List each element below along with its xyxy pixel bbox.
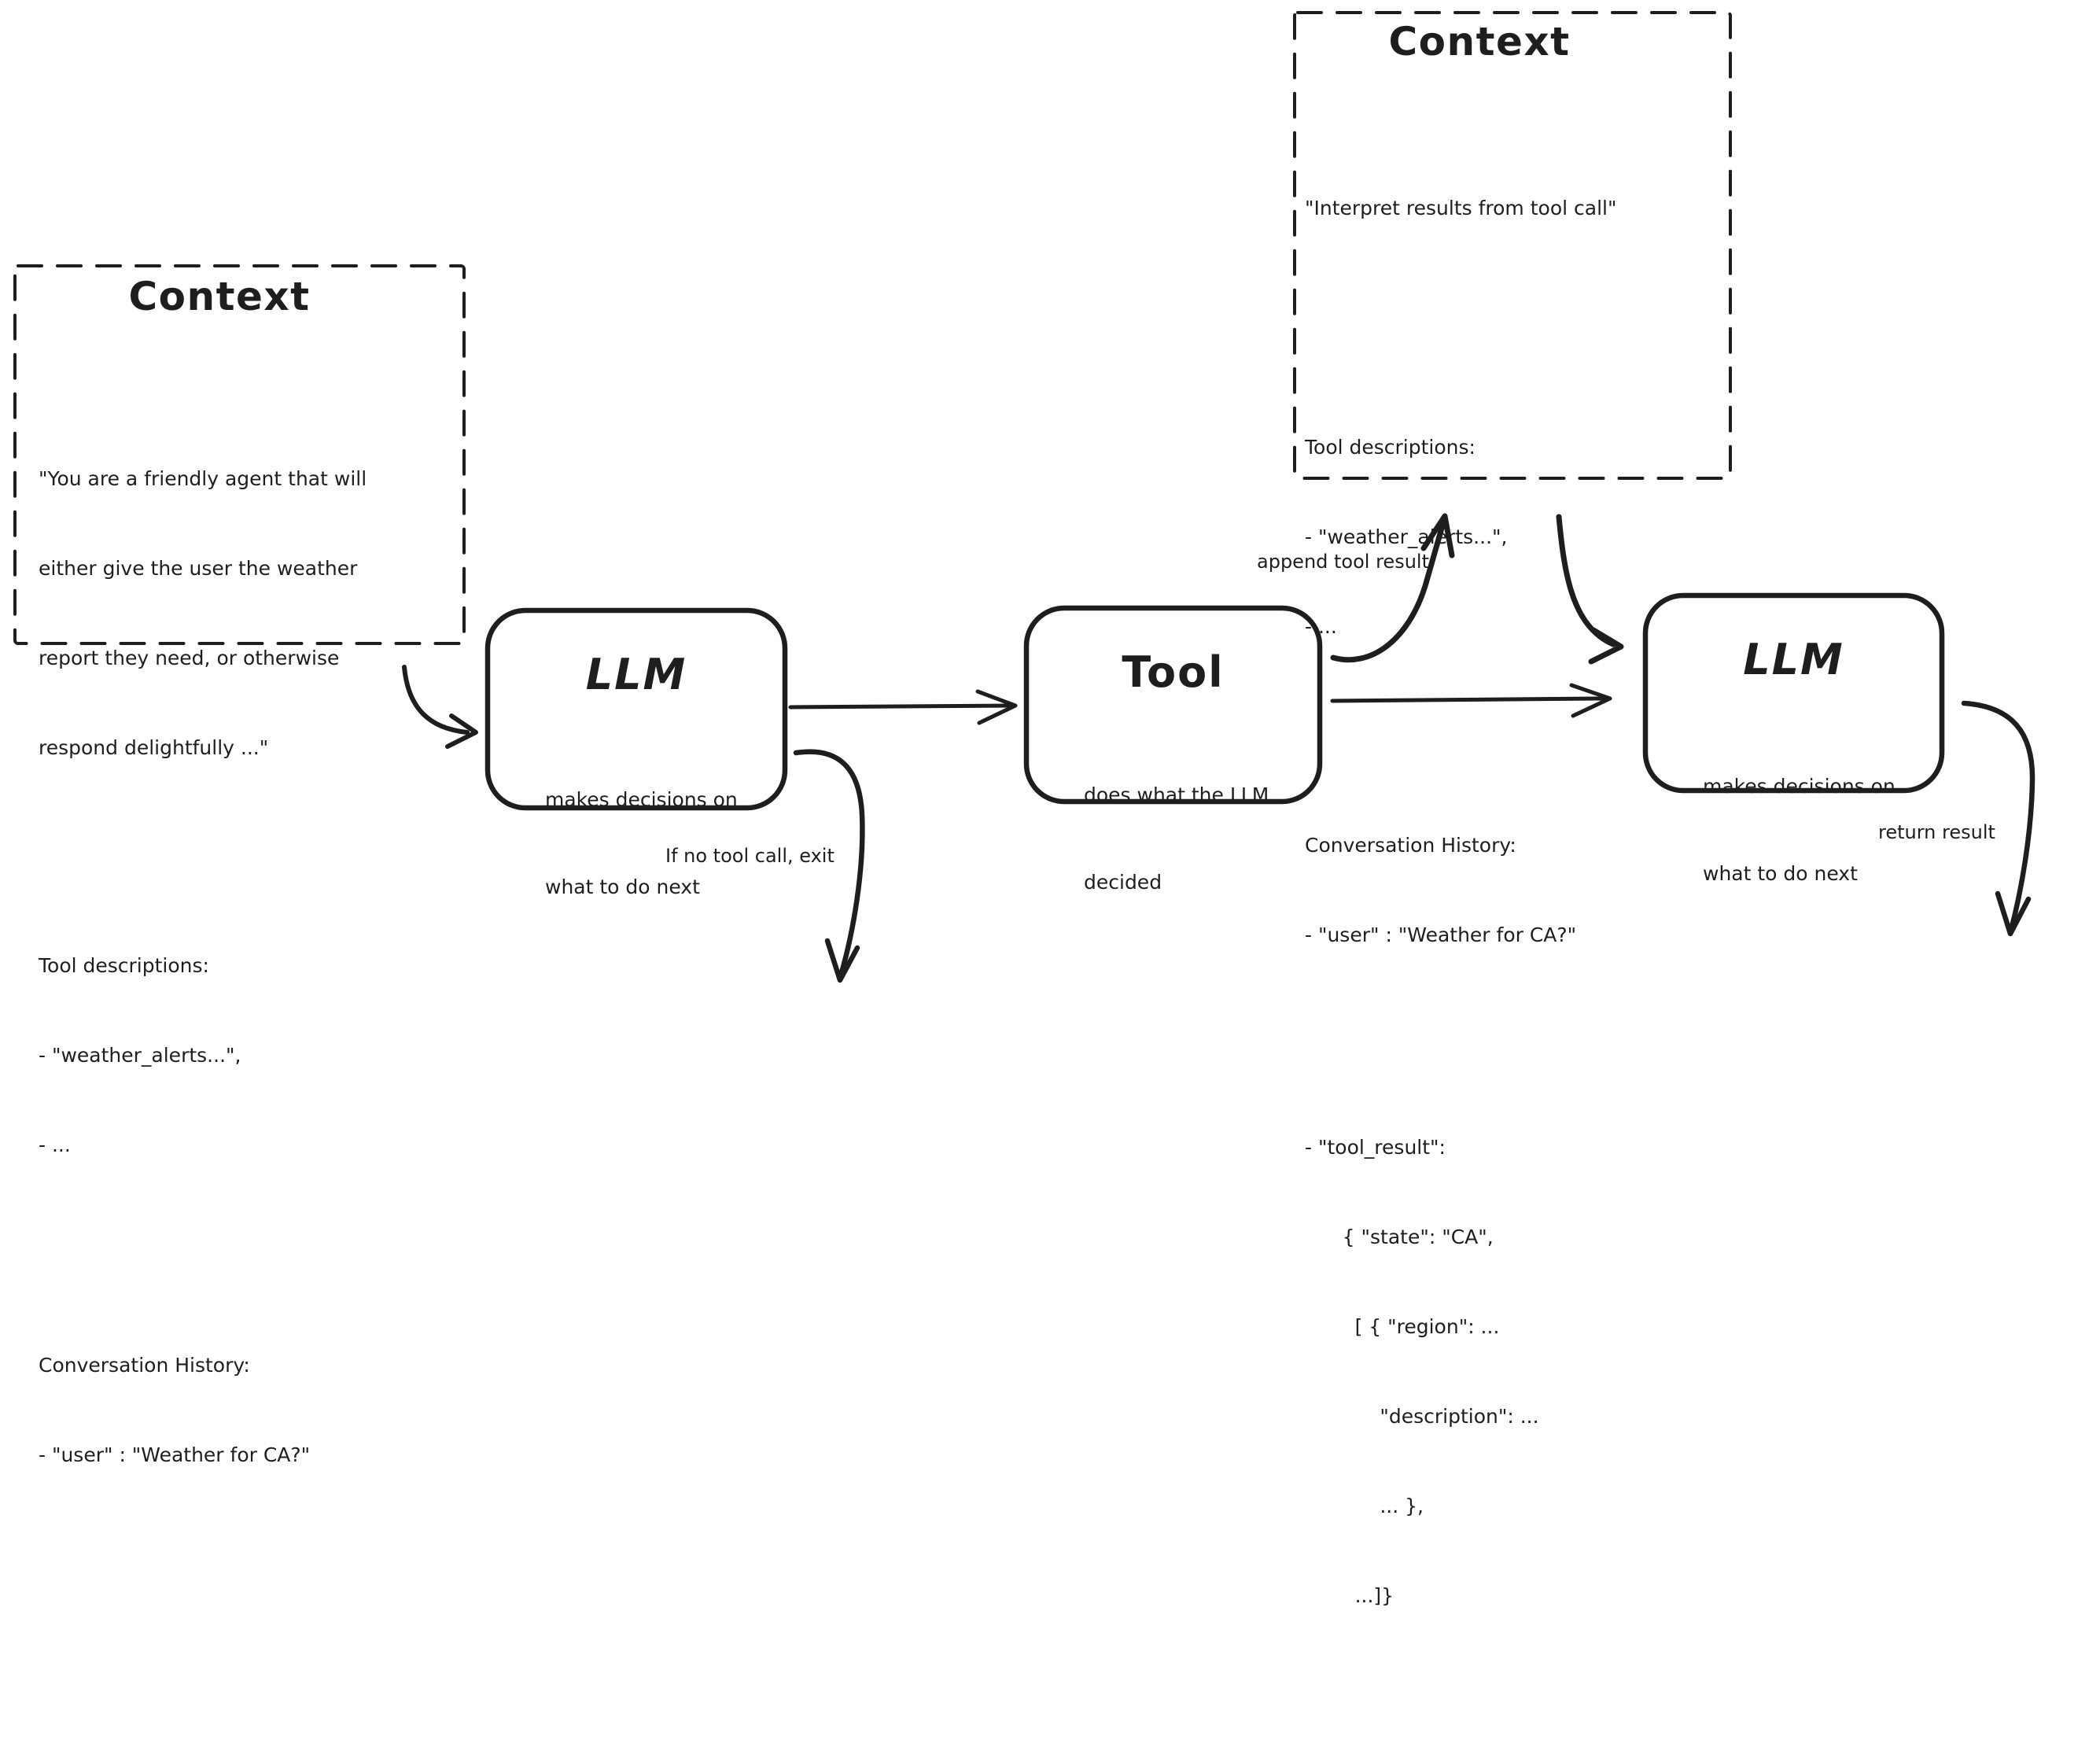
- context2-box-outline: [1293, 11, 1732, 480]
- arrow-context1-to-llm1-head: [445, 713, 478, 749]
- llm2-node-title: LLM: [1743, 635, 1844, 684]
- arrow-llm1-to-tool-line: [788, 703, 1012, 710]
- arrow-llm1-exit: [793, 749, 865, 983]
- context1-box: Context "You are a friendly agent that w…: [15, 266, 464, 1466]
- agent-loop-diagram: Context "You are a friendly agent that w…: [13, 11, 2036, 1607]
- context1-box-outline: [13, 264, 466, 645]
- context1-tool-descriptions: Tool descriptions: - "weather_alerts..."…: [39, 954, 241, 1156]
- if-no-tool-call-exit-label: If no tool call, exit: [665, 845, 834, 867]
- arrow-tool-to-context2-head: [1420, 513, 1455, 558]
- arrow-context1-to-llm1: [402, 665, 478, 749]
- llm1-node-title: LLM: [585, 650, 687, 699]
- arrow-llm2-return-line: [1961, 700, 2036, 933]
- arrow-context2-to-llm2: [1556, 514, 1624, 665]
- diagram-shapes-layer: [13, 11, 2036, 983]
- tool-node-subtitle: does what the LLM decided: [1084, 783, 1269, 894]
- llm1-node-subtitle: makes decisions on what to do next: [545, 788, 738, 898]
- llm2-box-outline: [1642, 592, 1945, 794]
- context2-body: "Interpret results from tool call" Tool …: [1305, 74, 1616, 1740]
- append-tool-result-label: append tool result: [1257, 551, 1429, 573]
- arrow-llm1-exit-line: [793, 749, 865, 979]
- context2-title: Context: [1388, 19, 1571, 65]
- arrow-tool-to-llm2-head: [1569, 683, 1612, 718]
- context1-title: Context: [128, 274, 311, 319]
- arrow-tool-to-context2-line: [1330, 517, 1447, 663]
- context2-box: Context "Interpret results from tool cal…: [1295, 13, 1730, 1607]
- context2-system-prompt: "Interpret results from tool call": [1305, 197, 1617, 219]
- context2-tool-result: - "tool_result": { "state": "CA", [ { "r…: [1305, 1136, 1539, 1607]
- return-result-label: return result: [1878, 821, 1995, 843]
- arrow-context2-to-llm2-head: [1588, 627, 1624, 665]
- arrow-llm2-return: [1961, 700, 2036, 937]
- arrow-llm2-return-head: [1995, 890, 2032, 937]
- context1-body: "You are a friendly agent that will eith…: [39, 345, 367, 1599]
- llm2-node-subtitle: makes decisions on what to do next: [1703, 775, 1896, 885]
- context1-system-prompt: "You are a friendly agent that will eith…: [39, 467, 367, 759]
- llm2-node: LLM makes decisions on what to do next: [1645, 595, 1942, 885]
- arrow-llm1-to-tool-head: [975, 689, 1018, 725]
- context2-tool-descriptions: Tool descriptions: - "weather_alerts..."…: [1305, 436, 1508, 638]
- arrow-tool-to-llm2-line: [1330, 696, 1607, 703]
- tool-node: Tool does what the LLM decided: [1026, 608, 1320, 894]
- tool-node-title: Tool: [1122, 647, 1225, 697]
- context1-conversation-history: Conversation History: - "user" : "Weathe…: [39, 1354, 311, 1466]
- tool-box-outline: [1023, 605, 1323, 805]
- llm1-node: LLM makes decisions on what to do next: [488, 610, 785, 898]
- arrow-context1-to-llm1-line: [402, 665, 470, 735]
- llm1-box-outline: [484, 607, 788, 811]
- arrow-llm1-to-tool: [788, 689, 1018, 725]
- context2-conversation-history: Conversation History: - "user" : "Weathe…: [1305, 834, 1577, 946]
- arrow-tool-to-llm2: [1330, 683, 1612, 718]
- arrow-llm1-exit-head: [824, 938, 860, 983]
- arrow-tool-to-context2: [1330, 513, 1455, 663]
